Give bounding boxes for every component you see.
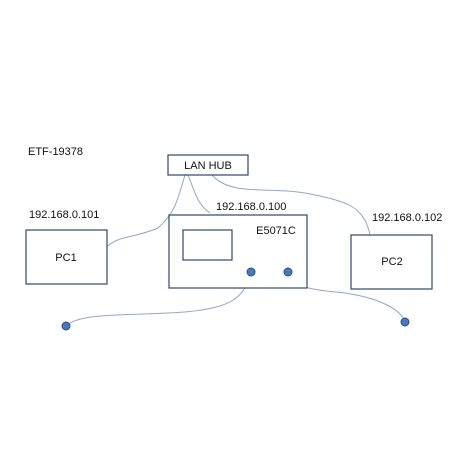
pc2-box (350, 234, 433, 290)
pc2-ip-label: 192.168.0.102 (372, 212, 442, 224)
pc1-ip-label: 192.168.0.101 (29, 209, 99, 221)
cable-hub-pc2 (211, 174, 371, 237)
pc1-box (25, 229, 108, 285)
probe-right (400, 317, 410, 327)
analyzer-screen (182, 229, 233, 261)
lan-hub-label: LAN HUB (184, 160, 232, 172)
analyzer-port-2 (283, 267, 293, 277)
analyzer-label: E5071C (256, 225, 296, 237)
pc2-label: PC2 (381, 256, 402, 268)
probe-left (61, 321, 71, 331)
analyzer-ip-label: 192.168.0.100 (216, 201, 286, 213)
diagram-title: ETF-19378 (28, 146, 83, 158)
cable-port1-probe-left (65, 273, 252, 327)
lan-hub-box (167, 154, 249, 176)
analyzer-port-1 (246, 267, 256, 277)
cable-hub-analyzer (187, 174, 211, 214)
cable-hub-pc1 (107, 174, 186, 247)
pc1-label: PC1 (55, 252, 76, 264)
